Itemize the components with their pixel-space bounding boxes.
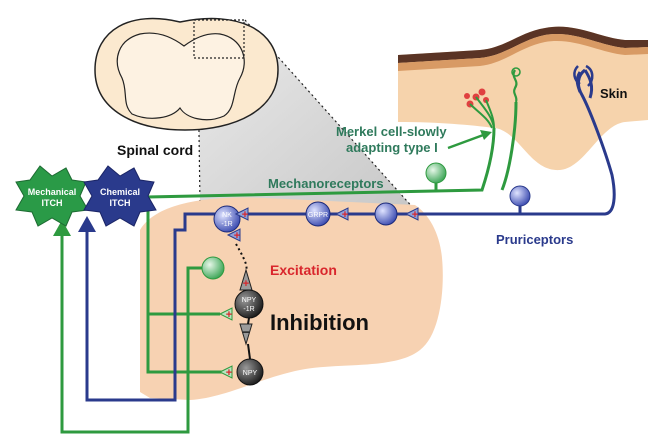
mechanical-itch-ascending-tract	[60, 232, 205, 434]
plus-sign-feedback: +	[234, 230, 240, 242]
merkel-label-line1: Merkel cell-slowly	[336, 124, 447, 139]
plus-sign-mech-upper: +	[226, 309, 232, 321]
npy1r-neuron	[234, 289, 264, 319]
excitation-label: Excitation	[270, 262, 337, 278]
minus-sign-npy: −	[242, 325, 249, 339]
synapse-markers	[218, 207, 419, 379]
excitatory-interneuron-soma	[201, 256, 225, 280]
dorsal-horn-region	[140, 197, 443, 400]
npy1r-label-2: -1R	[243, 306, 254, 313]
nk1r-label-1: NK	[222, 212, 232, 219]
chemical-itch-ascending-tract	[85, 212, 228, 402]
hair-follicle-receptor	[511, 67, 521, 77]
mechanoreceptor-drg-soma	[425, 162, 447, 184]
npy-label: NPY	[243, 370, 258, 377]
skin-section	[398, 26, 648, 171]
skin-label: Skin	[600, 86, 628, 101]
grpr-neuron	[305, 201, 331, 227]
plus-sign-mech-lower: +	[226, 367, 232, 379]
blue-interneuron	[374, 202, 398, 226]
spinal-cord-label: Spinal cord	[117, 142, 193, 158]
pruriceptors-label: Pruriceptors	[496, 232, 573, 247]
mechanical-itch-label-1: Mechanical	[28, 187, 77, 197]
inhibition-label: Inhibition	[270, 310, 369, 335]
chemical-itch-label-2: ITCH	[110, 198, 131, 208]
chemical-itch-label-1: Chemical	[100, 187, 140, 197]
spinal-cord-cross-section	[94, 17, 279, 131]
merkel-cells	[464, 88, 489, 108]
chemical-itch-badge: Chemical ITCH	[83, 165, 157, 227]
mechanical-itch-badge: Mechanical ITCH	[15, 165, 89, 227]
pruriceptor-drg-soma	[509, 185, 531, 207]
plus-sign-nk1r: +	[242, 209, 248, 221]
mechanoreceptors-label: Mechanoreceptors	[268, 176, 384, 191]
nk1r-neuron	[213, 205, 241, 233]
nk1r-label-2: -1R	[221, 221, 232, 228]
plus-sign-blue: +	[412, 209, 418, 221]
merkel-arrow	[447, 132, 487, 150]
grpr-label: GRPR	[308, 212, 328, 219]
plus-sign-grpr: +	[342, 209, 348, 221]
mechanical-itch-label-2: ITCH	[42, 198, 63, 208]
plus-sign-npy1r: +	[243, 278, 249, 290]
npy1r-label-1: NPY	[242, 297, 257, 304]
merkel-label-line2: adapting type I	[346, 140, 438, 155]
